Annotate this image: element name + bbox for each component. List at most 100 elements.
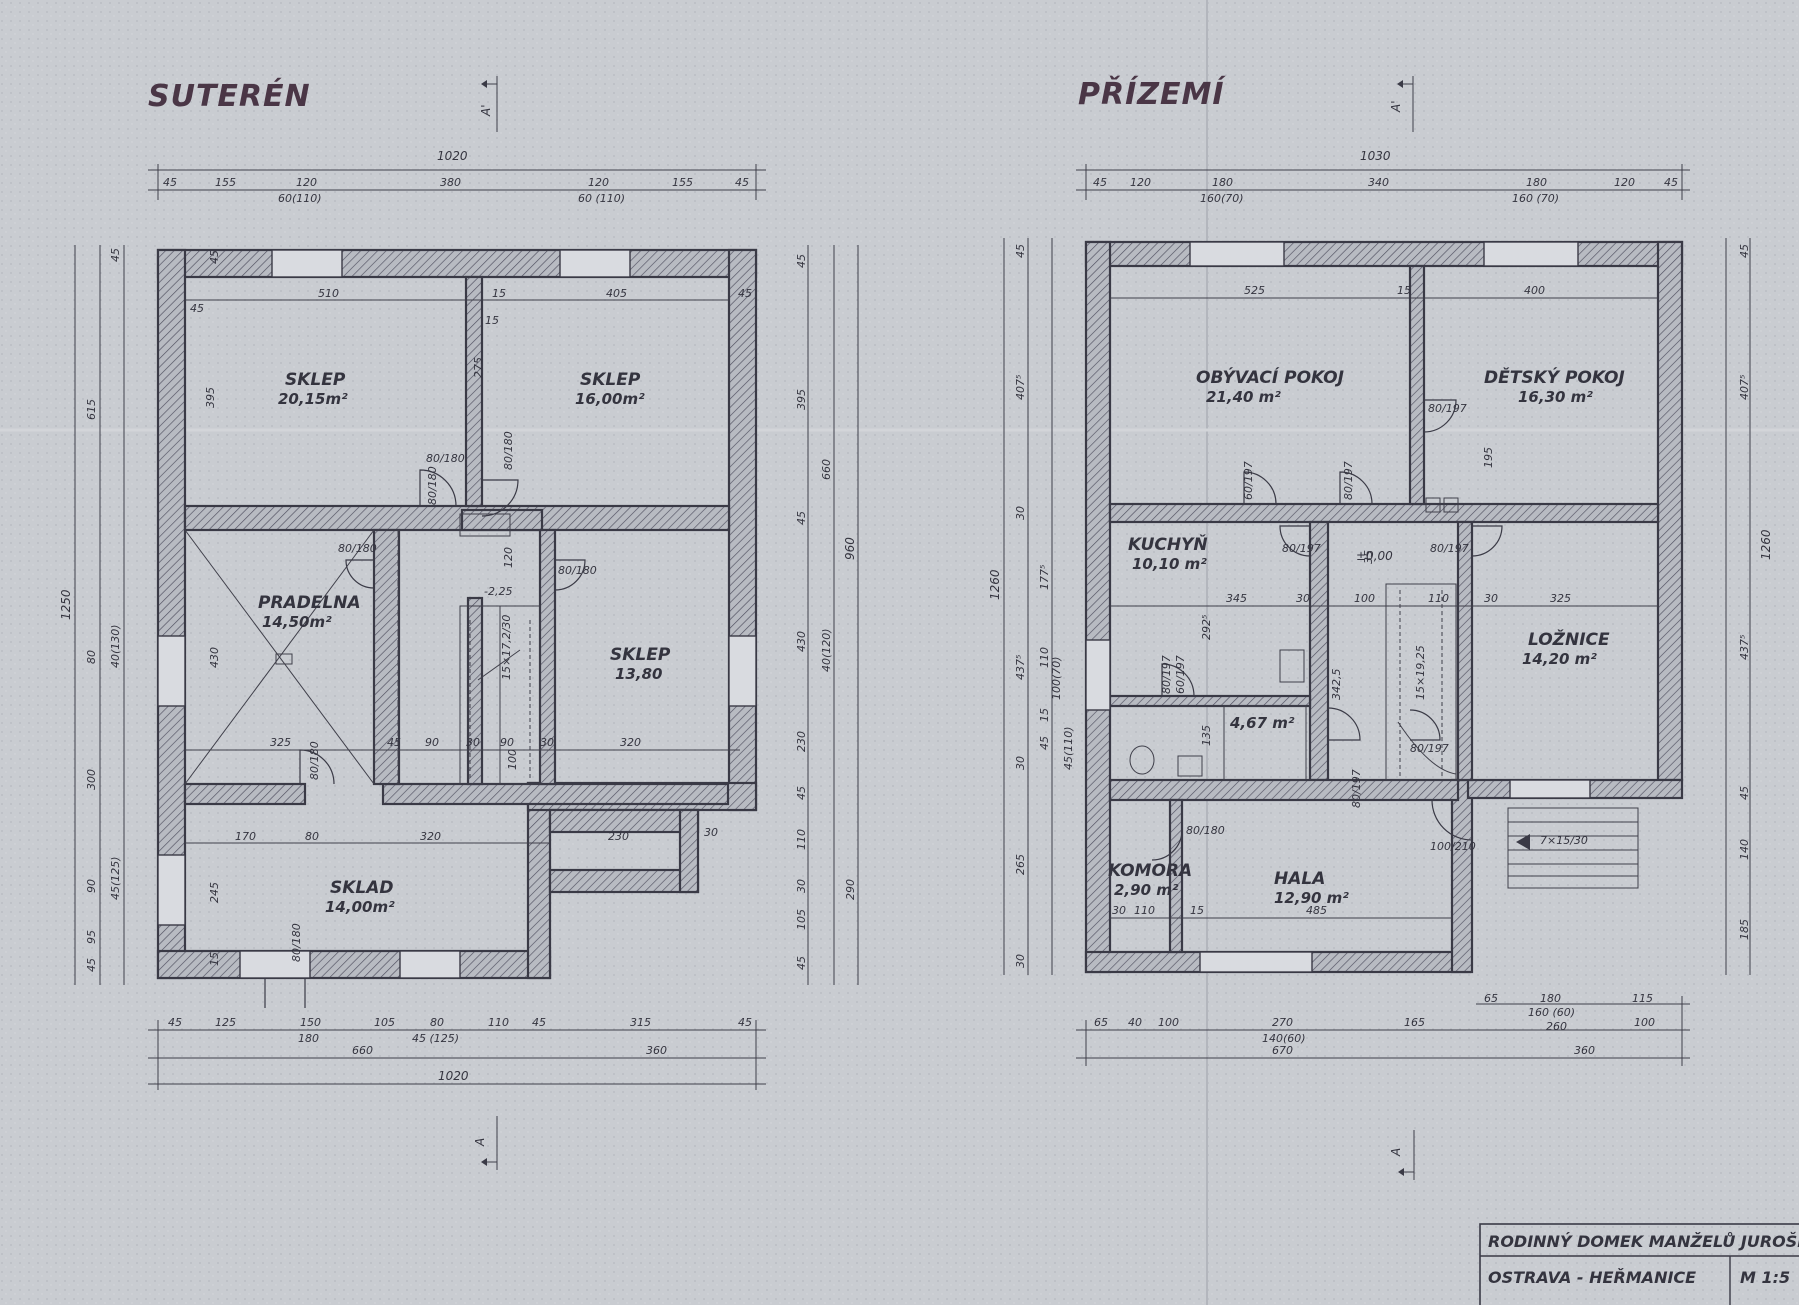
stairs-suteren <box>184 513 541 785</box>
inner-dim-suteren-6: 275 <box>472 357 485 378</box>
left-seg-6-suteren: 95 <box>85 930 98 944</box>
bottom-seg-7-prizemi: 180 <box>1540 992 1561 1005</box>
room-name-sklep-2: SKLEP <box>580 370 641 390</box>
inner-dim-suteren-24: 45 <box>208 250 221 264</box>
inner-dim-prizemi-6: 30 <box>1296 592 1310 605</box>
section-marker-top-suteren: A' <box>479 76 498 132</box>
inner-dim-suteren-1: 510 <box>318 287 339 300</box>
inner-dim-suteren-18: 230 <box>608 830 629 843</box>
top-seg-5-suteren: 120 <box>588 176 609 189</box>
bottom-seg-4-prizemi: 270 <box>1272 1016 1293 1029</box>
left-seg-3-suteren: 40(130) <box>109 624 122 668</box>
right-seg-1-prizemi: 45 <box>1738 244 1751 258</box>
left-upper-prizemi: 407⁵ <box>1014 375 1027 400</box>
top-seg-1-prizemi: 45 <box>1093 176 1107 189</box>
top-seg-1-suteren: 45 <box>163 176 177 189</box>
doors-prizemi <box>1151 399 1503 861</box>
right-upper-prizemi: 407⁵ <box>1738 375 1751 400</box>
door-label-suteren-4: 80/180 <box>558 564 597 577</box>
bottom-partial-left-suteren: 660 <box>352 1044 373 1057</box>
door-label-suteren-6: 80/180 <box>308 741 321 780</box>
left-seg-4-prizemi: 110 <box>1038 647 1051 668</box>
top-sub-right-prizemi: 160 (70) <box>1512 192 1559 205</box>
bottom-seg-3-suteren: 150 <box>300 1016 321 1029</box>
bottom-seg-9-suteren: 45 <box>738 1016 752 1029</box>
entry-steps-label-prizemi: 7×15/30 <box>1540 834 1588 847</box>
inner-dimensions-prizemi: 525 15 400 195 345 30 100 110 30 325 292… <box>1110 284 1658 919</box>
room-area-sklad: 14,00m² <box>325 898 395 916</box>
room-area-sklep-3: 13,80 <box>615 665 662 683</box>
bottom-seg-5-prizemi: 165 <box>1404 1016 1425 1029</box>
right-seg-2-prizemi: 45 <box>1738 786 1751 800</box>
title-block-scale: M 1:5 <box>1740 1268 1790 1287</box>
top-dimensions-prizemi: 1030 45 120 180 340 180 120 45 160(70) 1… <box>1076 149 1690 205</box>
title-block-project: RODINNÝ DOMEK MANŽELŮ JUROŠKOVÝC <box>1488 1231 1799 1251</box>
right-seg-11-suteren: 290 <box>844 879 857 900</box>
door-label-prizemi-6: 80/197 <box>1160 655 1173 694</box>
inner-dim-suteren-4: 45 <box>738 287 752 300</box>
bottom-seg-2-suteren: 125 <box>215 1016 236 1029</box>
door-label-prizemi-7: 60/197 <box>1174 655 1187 694</box>
top-seg-7-prizemi: 45 <box>1664 176 1678 189</box>
right-dimensions-prizemi: 1260 407⁵ 437⁵ 45 45 140 185 <box>1725 238 1773 975</box>
inner-dim-prizemi-10: 325 <box>1550 592 1571 605</box>
room-area-obyvaci: 21,40 m² <box>1206 388 1281 406</box>
bottom-seg-5-suteren: 80 <box>430 1016 444 1029</box>
left-overall-prizemi: 1260 <box>988 569 1002 600</box>
door-label-prizemi-11: 100/210 <box>1430 840 1476 853</box>
door-label-prizemi-9: 80/197 <box>1350 769 1363 808</box>
prizemi-title: PŘÍZEMÍ <box>1078 76 1226 112</box>
door-label-suteren-1: 80/180 <box>426 452 465 465</box>
room-name-sklad: SKLAD <box>330 878 394 898</box>
right-seg-4-prizemi: 185 <box>1738 919 1751 940</box>
right-seg-5-suteren: 230 <box>795 731 808 752</box>
right-upper-suteren: 395 <box>795 389 808 410</box>
section-marker-bottom-suteren: A <box>473 1116 498 1170</box>
suteren-plan: SUTERÉN A' 1020 45 155 120 380 120 155 4… <box>59 76 859 1170</box>
inner-dim-suteren-15: 170 <box>235 830 256 843</box>
room-area-pradelna: 14,50m² <box>262 613 332 631</box>
inner-dim-prizemi-8: 110 <box>1428 592 1449 605</box>
left-seg-10-prizemi: 265 <box>1014 854 1027 875</box>
inner-dim-suteren-23: 45 <box>190 302 204 315</box>
left-seg-11-prizemi: 30 <box>1014 954 1027 968</box>
left-lower-suteren: 300 <box>85 769 98 790</box>
inner-dim-prizemi-11: 292⁵ <box>1200 615 1213 640</box>
room-area-komora: 2,90 m² <box>1114 881 1179 899</box>
rooms-suteren: SKLEP 20,15m² SKLEP 16,00m² PRADELNA 14,… <box>258 370 671 916</box>
left-dimensions-suteren: 1250 615 300 45 80 40(130) 90 45(125) 95… <box>59 245 125 985</box>
right-seg-10-suteren: 45 <box>795 956 808 970</box>
right-overall-suteren: 960 <box>843 537 857 560</box>
left-seg-2-suteren: 80 <box>85 650 98 664</box>
inner-dim-suteren-10: 90 <box>425 736 439 749</box>
room-name-loznice: LOŽNICE <box>1528 628 1610 650</box>
left-seg-1-prizemi: 45 <box>1014 244 1027 258</box>
bottom-sub-a-prizemi: 140(60) <box>1262 1032 1306 1045</box>
door-label-prizemi-1: 80/197 <box>1428 402 1467 415</box>
top-sub-left-prizemi: 160(70) <box>1200 192 1244 205</box>
top-seg-7-suteren: 45 <box>735 176 749 189</box>
inner-dim-suteren-22: 15 <box>208 952 221 966</box>
bottom-sub-b-suteren: 45 (125) <box>412 1032 459 1045</box>
room-area-koupelna: 4,67 m² <box>1229 714 1295 732</box>
bottom-sub-a-suteren: 180 <box>298 1032 319 1045</box>
left-seg-7-suteren: 45 <box>85 958 98 972</box>
inner-dim-suteren-14: 320 <box>620 736 641 749</box>
right-seg-3-suteren: 430 <box>795 631 808 652</box>
room-name-hala: HALA <box>1274 869 1325 889</box>
left-lower-prizemi: 437⁵ <box>1014 655 1027 680</box>
title-block-location: OSTRAVA - HEŘMANICE <box>1488 1268 1696 1287</box>
suteren-title: SUTERÉN <box>148 78 311 114</box>
inner-dim-prizemi-13: 135 <box>1200 725 1213 746</box>
right-overall-prizemi: 1260 <box>1759 529 1773 560</box>
room-name-komora: KOMORA <box>1108 861 1192 881</box>
room-name-detsky: DĚTSKÝ POKOJ <box>1484 366 1625 388</box>
inner-dim-suteren-11: 30 <box>466 736 480 749</box>
bottom-partial-right-prizemi: 360 <box>1574 1044 1595 1057</box>
right-seg-6-suteren: 45 <box>795 786 808 800</box>
inner-dim-prizemi-4: 195 <box>1482 447 1495 468</box>
top-overall-suteren: 1020 <box>437 149 468 163</box>
right-seg-8-suteren: 30 <box>795 879 808 893</box>
